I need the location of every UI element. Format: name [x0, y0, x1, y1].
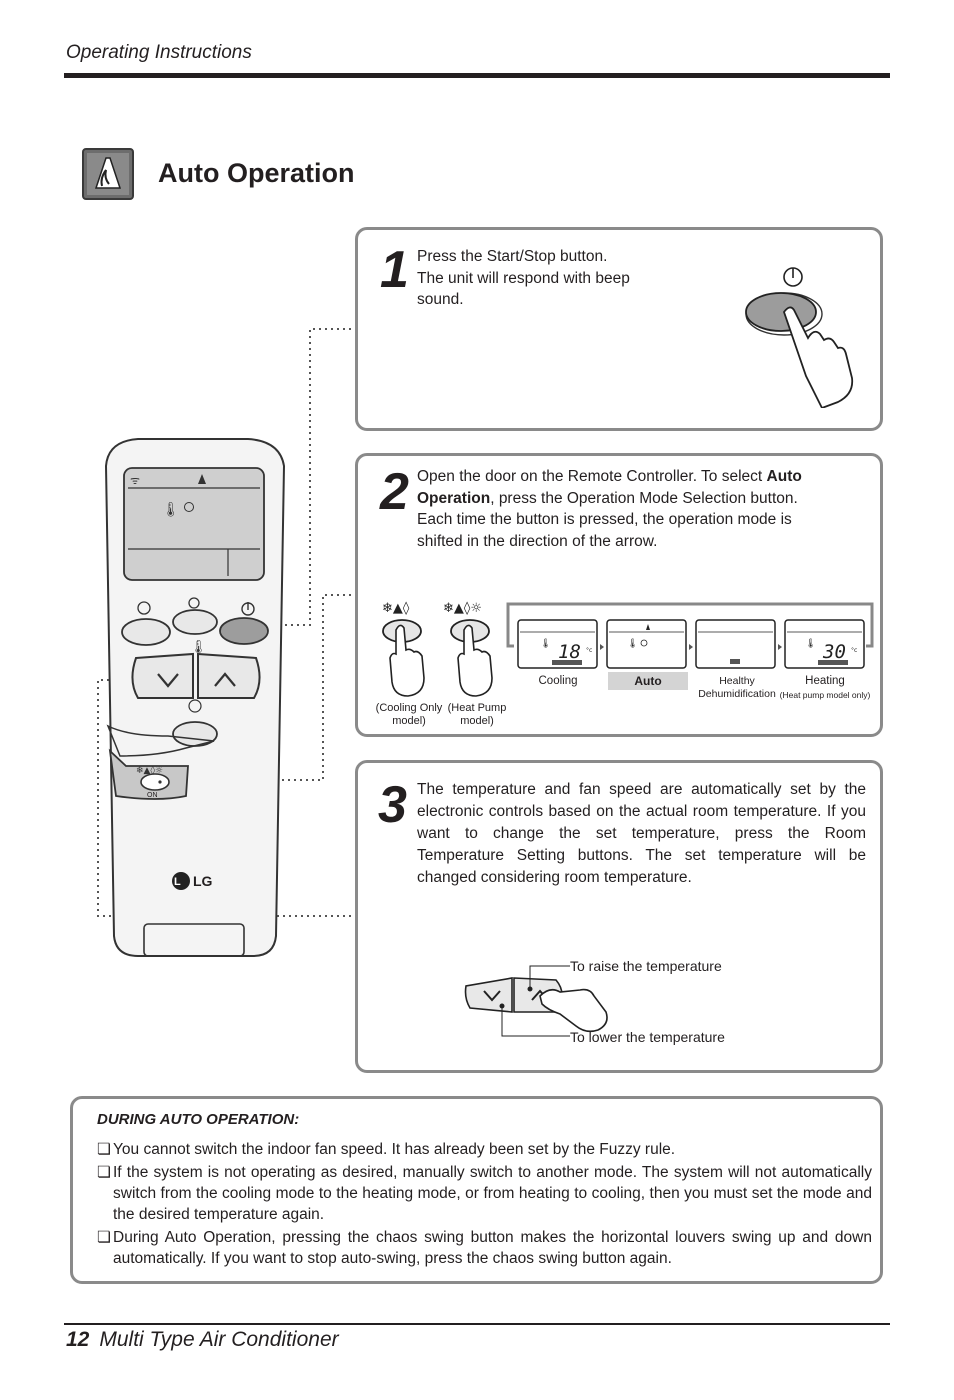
checkbox-bullet-icon: ❏ [97, 1141, 111, 1158]
mode-label-auto: Auto [608, 672, 688, 690]
display-cooling: 🌡 18 °c [517, 619, 598, 669]
remote-controller: ᯤ 🌡 🌡 ❄▲◊☼ L [98, 436, 290, 966]
checkbox-bullet-icon: ❏ [97, 1164, 111, 1181]
note-item: ❏During Auto Operation, pressing the cha… [97, 1227, 872, 1269]
remote-brand-logo: LG [193, 873, 213, 889]
heat-pump-label: (Heat Pump model) [447, 702, 507, 727]
footer-title: Multi Type Air Conditioner [99, 1328, 339, 1351]
svg-text:°c: °c [851, 647, 857, 654]
svg-text:ᯤ: ᯤ [130, 474, 140, 487]
step-2-number: 2 [380, 463, 409, 521]
svg-text:🌡: 🌡 [190, 639, 207, 655]
svg-text:🌡: 🌡 [627, 638, 638, 649]
display-heating: 🌡 30 °c [784, 619, 865, 669]
step-1-number: 1 [380, 241, 409, 299]
step-2-text-d: shifted in the direction of the arrow. [417, 532, 658, 550]
header-rule [64, 73, 890, 78]
step-1-line-3: sound. [417, 291, 464, 308]
notes-panel [70, 1096, 883, 1284]
note-text: During Auto Operation, pressing the chao… [113, 1229, 872, 1267]
note-item: ❏You cannot switch the indoor fan speed.… [97, 1139, 872, 1160]
mode-button-cooling-only: ❄▲◊ [378, 598, 438, 703]
step-2-bold-operation: Operation [417, 489, 491, 507]
svg-text:❄▲◊☼: ❄▲◊☼ [443, 601, 482, 616]
display-auto: 🌡 [606, 619, 687, 669]
raise-temperature-label: To raise the temperature [570, 958, 722, 974]
auto-mode-icon [82, 148, 134, 200]
running-header: Operating Instructions [66, 42, 252, 63]
step-2-text: Open the door on the Remote Controller. … [417, 466, 867, 552]
mode-label-heating: Heating [805, 675, 845, 687]
mode-sequence: 🌡 18 °c 🌡 🌡 30 °c [506, 602, 874, 669]
step-3-text: The temperature and fan speed are automa… [417, 781, 866, 886]
step-3-panel [355, 760, 883, 1073]
footer-rule [64, 1323, 890, 1325]
svg-text:30: 30 [822, 641, 846, 663]
step-2-text-c: Each time the button is pressed, the ope… [417, 511, 792, 528]
svg-text:°c: °c [586, 647, 592, 654]
remote-door-label: ON [147, 792, 158, 799]
svg-text:🌡: 🌡 [540, 638, 551, 649]
step-1-line-1: Press the Start/Stop button. [417, 248, 608, 265]
temperature-buttons-illustration [460, 958, 620, 1053]
note-item: ❏If the system is not operating as desir… [97, 1162, 872, 1225]
note-text: If the system is not operating as desire… [113, 1164, 872, 1223]
press-start-stop-illustration [736, 258, 861, 413]
svg-text:❄▲◊: ❄▲◊ [382, 601, 410, 616]
mode-label-cooling: Cooling [538, 675, 578, 687]
notes-heading: DURING AUTO OPERATION: [97, 1111, 300, 1128]
step-1-text: Press the Start/Stop button. The unit wi… [417, 246, 630, 311]
svg-text:18: 18 [558, 641, 581, 663]
step-2-text-a: Open the door on the Remote Controller. … [417, 468, 767, 485]
cooling-only-label: (Cooling Only model) [375, 702, 443, 727]
checkbox-bullet-icon: ❏ [97, 1229, 111, 1246]
step-2-bold-auto: Auto [766, 468, 802, 485]
notes-list: ❏You cannot switch the indoor fan speed.… [97, 1139, 872, 1269]
mode-label-dehumidification: Healthy Dehumidification [698, 675, 776, 700]
display-healthy-dehumidification [695, 619, 776, 669]
note-text: You cannot switch the indoor fan speed. … [113, 1141, 676, 1158]
step-1-line-2: The unit will respond with beep [417, 269, 630, 287]
section-title: Auto Operation [158, 158, 355, 188]
step-3-number: 3 [378, 776, 407, 834]
page-number: 12 [66, 1328, 90, 1351]
step-2-text-b: , press the Operation Mode Selection but… [490, 489, 798, 507]
footer: 12 Multi Type Air Conditioner [66, 1328, 339, 1352]
mode-button-heat-pump: ❄▲◊☼ [441, 598, 501, 703]
mode-label-heating-note: (Heat pump model only) [779, 690, 871, 700]
svg-text:❄▲◊☼: ❄▲◊☼ [136, 765, 163, 776]
lower-temperature-label: To lower the temperature [570, 1029, 725, 1045]
svg-text:🌡: 🌡 [805, 638, 816, 649]
svg-text:L: L [174, 876, 181, 888]
svg-text:🌡: 🌡 [162, 502, 180, 518]
